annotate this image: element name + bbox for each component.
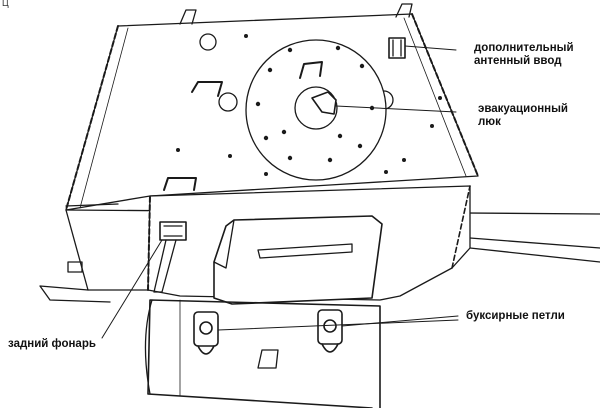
- antenna-port: [388, 37, 406, 59]
- left-weld-seam: [65, 25, 119, 211]
- evacuation-hatch: [245, 39, 387, 181]
- plug-mid-left: [218, 92, 238, 112]
- tow-center-bracket: [257, 349, 279, 369]
- small-bracket: [67, 261, 83, 273]
- left-track-edge: [39, 209, 111, 303]
- lamp-post: [153, 239, 177, 293]
- leader-tow-right: [341, 315, 459, 327]
- plug-top-left: [199, 33, 217, 51]
- plate-rivets: [176, 34, 442, 176]
- lifting-hook-left: [179, 9, 197, 25]
- lifting-hook-right: [395, 3, 413, 18]
- cover-slot: [257, 243, 353, 259]
- tow-loop-right: [317, 309, 343, 353]
- label-rear-lamp: задний фонарь: [8, 338, 96, 350]
- hatch-handle: [299, 61, 323, 79]
- label-antenna-line2: антенный ввод: [474, 55, 562, 67]
- tow-loop-left: [193, 311, 219, 355]
- leader-lamp: [101, 239, 163, 339]
- right-weld-seam: [411, 13, 479, 177]
- hatch-bolts: [255, 45, 375, 163]
- label-hatch-line2: люк: [478, 116, 501, 128]
- leader-tow-left: [217, 319, 459, 331]
- hatch-center-hole: [294, 86, 338, 130]
- rear-lamp: [159, 221, 187, 241]
- label-antenna-line1: дополнительный: [474, 42, 574, 54]
- lower-skirt: [147, 299, 381, 409]
- label-antenna: дополнительный антенный ввод: [474, 42, 574, 68]
- exhaust-cover: [213, 215, 383, 305]
- corner-mark: Ц: [2, 0, 9, 8]
- leader-hatch: [335, 105, 457, 113]
- handle-left: [191, 81, 223, 97]
- label-hatch-line1: эвакуационный: [478, 103, 569, 115]
- leader-antenna: [404, 45, 457, 51]
- label-hatch: эвакуационный люк: [478, 103, 568, 129]
- handle-lower: [163, 177, 197, 191]
- hatch-lever: [311, 91, 337, 115]
- label-tow-loops: буксирные петли: [466, 310, 565, 322]
